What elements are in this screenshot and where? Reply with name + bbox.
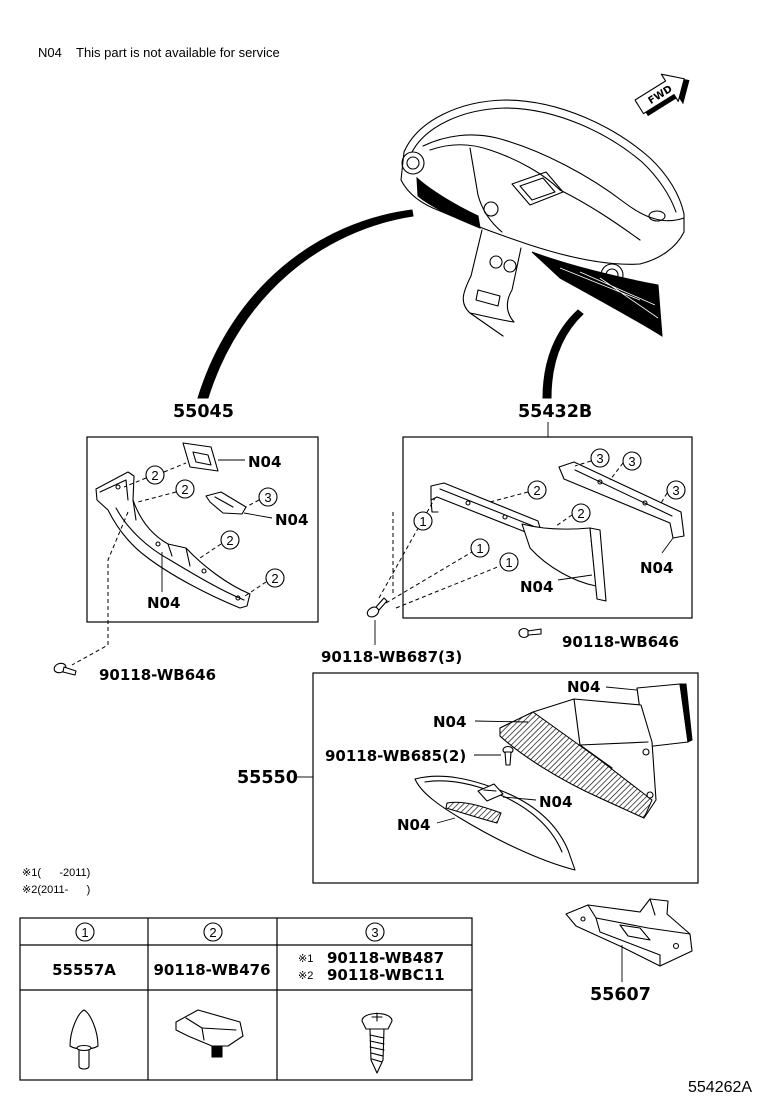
callout-3: 3 <box>622 451 642 471</box>
svg-text:2: 2 <box>577 506 584 521</box>
not-serviceable-label: N04 <box>397 816 430 834</box>
legend-part-number: 90118-WB476 <box>153 961 270 979</box>
svg-text:2: 2 <box>151 468 158 483</box>
part-number-55432b: 55432B <box>518 402 592 422</box>
not-serviceable-label: N04 <box>539 793 572 811</box>
glove-box-bracket-55607 <box>565 898 693 967</box>
part-number-55550: 55550 <box>237 768 298 788</box>
knee-panel <box>95 471 251 609</box>
legend-part-number: 90118-WBC11 <box>327 966 445 984</box>
callout-1: 1 <box>470 538 490 558</box>
note-code: N04 <box>38 45 62 60</box>
svg-text:1: 1 <box>476 541 483 556</box>
legend-part-number: 55557A <box>52 961 116 979</box>
side-panel <box>521 523 607 602</box>
screw-part-number: 90118-WB687(3) <box>321 648 462 666</box>
legend-callout-1: 1 <box>75 922 95 942</box>
not-serviceable-label: N04 <box>248 453 281 471</box>
variant-mark: ※1 <box>298 953 313 965</box>
forward-direction-icon: FWD <box>634 73 690 117</box>
screw-icon <box>53 662 77 676</box>
svg-text:3: 3 <box>672 483 679 498</box>
period-note-2: ※2(2011- ) <box>22 884 90 896</box>
svg-text:1: 1 <box>505 555 512 570</box>
callout-2: 2 <box>527 480 547 500</box>
svg-text:3: 3 <box>628 454 635 469</box>
callout-2: 2 <box>220 530 240 550</box>
not-serviceable-label: N04 <box>520 578 553 596</box>
diagram-id: 554262A <box>688 1079 752 1096</box>
assembly-55045-box: 2 2 3 2 2 N04 N04 N04 <box>86 436 319 623</box>
callout-2: 2 <box>571 503 591 523</box>
part-number-55607: 55607 <box>590 985 651 1005</box>
legend-callout-2: 2 <box>203 922 223 942</box>
svg-text:3: 3 <box>264 490 271 505</box>
cone-clip-icon <box>69 1009 99 1070</box>
leader-curve-55432b <box>542 309 584 399</box>
glove-box-bin <box>499 698 657 819</box>
svg-text:1: 1 <box>419 514 426 529</box>
note-text: This part is not available for service <box>76 45 280 60</box>
screw-icon <box>361 1012 393 1074</box>
availability-note: N04 This part is not available for servi… <box>38 45 280 60</box>
screw-icon <box>518 627 542 639</box>
leader-curve-55045 <box>197 209 414 399</box>
fastener-legend-table: 1 2 3 55557A 90118-WB476 ※1 90118-WB487 … <box>19 917 473 1081</box>
lid-latch <box>477 783 504 802</box>
screw-icon <box>366 597 388 618</box>
callout-1: 1 <box>499 552 519 572</box>
callout-2: 2 <box>145 465 165 485</box>
part-number-55045: 55045 <box>173 402 234 422</box>
upper-right-bracket <box>558 461 685 539</box>
not-serviceable-label: N04 <box>567 678 600 696</box>
callout-1: 1 <box>413 511 433 531</box>
screw-part-number: 90118-WB685(2) <box>325 747 466 765</box>
not-serviceable-label: N04 <box>275 511 308 529</box>
assembly-55432b-box: 1 1 1 2 2 3 3 3 N04 N04 <box>378 436 693 619</box>
callout-3: 3 <box>590 448 610 468</box>
cover-plate <box>636 683 693 748</box>
variant-mark: ※2 <box>298 970 313 982</box>
callout-3: 3 <box>258 487 278 507</box>
screw-part-number: 90118-WB646 <box>562 633 679 651</box>
retainer-piece <box>205 491 247 515</box>
svg-text:2: 2 <box>271 571 278 586</box>
period-note-1: ※1( -2011) <box>22 867 90 879</box>
callout-2: 2 <box>265 568 285 588</box>
callout-3: 3 <box>666 480 686 500</box>
not-serviceable-label: N04 <box>640 559 673 577</box>
svg-text:2: 2 <box>533 483 540 498</box>
svg-text:2: 2 <box>209 925 216 940</box>
upper-bracket <box>182 442 219 472</box>
clip-icon <box>175 1009 244 1058</box>
svg-text:3: 3 <box>371 925 378 940</box>
not-serviceable-label: N04 <box>147 594 180 612</box>
instrument-panel-illustration <box>400 99 685 337</box>
screw-part-number: 90118-WB646 <box>99 666 216 684</box>
legend-part-number: 90118-WB487 <box>327 949 444 967</box>
callout-2: 2 <box>175 479 195 499</box>
assembly-55550-box: N04 N04 90118-WB685(2) N04 N04 <box>312 672 699 884</box>
svg-text:3: 3 <box>596 451 603 466</box>
svg-text:1: 1 <box>81 925 88 940</box>
not-serviceable-label: N04 <box>433 713 466 731</box>
svg-text:2: 2 <box>226 533 233 548</box>
legend-callout-3: 3 <box>365 922 385 942</box>
svg-text:2: 2 <box>181 482 188 497</box>
screw-icon <box>502 745 514 766</box>
